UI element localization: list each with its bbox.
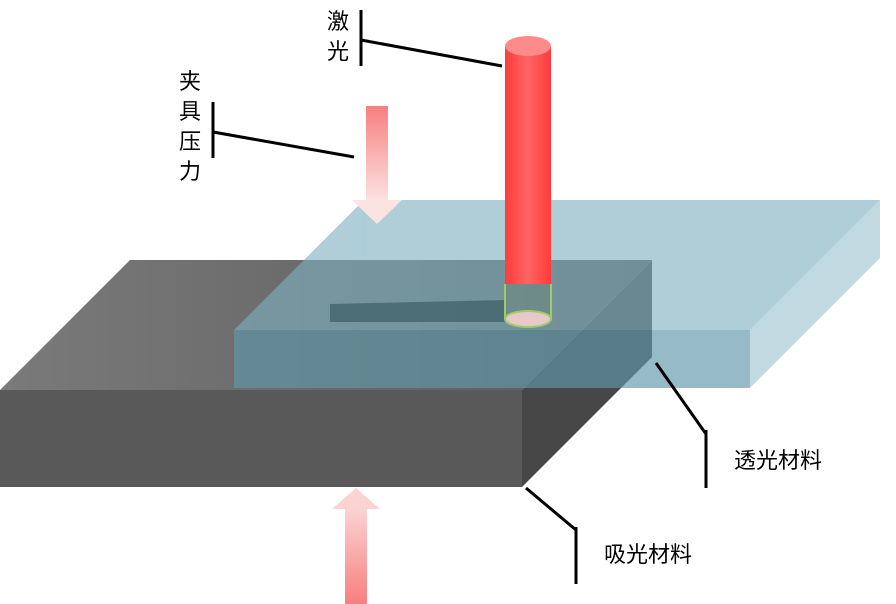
- laser-beam-bottom: [504, 310, 552, 328]
- clamp-pressure-arrow-up: [332, 488, 380, 604]
- weld-seam: [330, 300, 505, 322]
- clamp-pressure-char-3: 压: [178, 130, 201, 155]
- absorbing-front-face: [0, 390, 522, 487]
- transparent-material-label: 透光材料: [734, 449, 823, 474]
- transparent-side-face: [750, 200, 880, 388]
- laser-beam-body: [505, 46, 551, 284]
- clamp-pressure-arrow-down: [352, 106, 402, 224]
- absorbing-material-leader: [525, 486, 578, 584]
- clamp-pressure-char-2: 具: [178, 100, 201, 125]
- laser-label-char-2: 光: [326, 40, 349, 65]
- transparent-material-block: [234, 200, 880, 388]
- absorbing-material-label: 吸光材料: [604, 543, 693, 568]
- clamp-pressure-label: 夹 具 压 力: [178, 68, 202, 188]
- transparent-top-face: [234, 200, 880, 330]
- transparent-front-face: [234, 330, 750, 388]
- clamp-pressure-leader: [211, 102, 355, 159]
- laser-label-char-1: 激: [326, 10, 349, 35]
- transparent-material-leader: [654, 362, 708, 488]
- laser-leader: [359, 10, 503, 68]
- laser-beam: [504, 36, 552, 328]
- clamp-pressure-char-1: 夹: [178, 70, 201, 95]
- clamp-pressure-char-4: 力: [178, 160, 201, 185]
- laser-beam-top: [505, 36, 551, 56]
- laser-label: 激 光: [326, 8, 350, 68]
